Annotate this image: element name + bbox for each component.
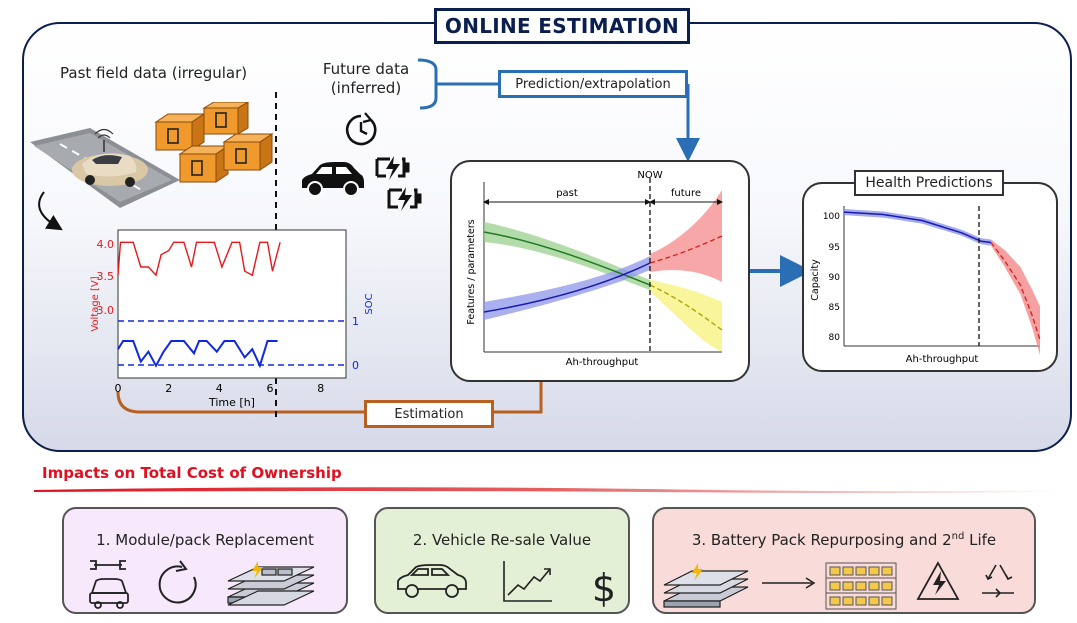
capacity-tick-95: 95 xyxy=(829,243,840,253)
impact-card-2-icons: $ xyxy=(397,561,616,610)
red-prediction-line xyxy=(649,235,723,264)
future-data-bracket xyxy=(417,58,438,110)
time-axis-label: Time [h] xyxy=(208,396,255,409)
health-x-axis-label: Ah-throughput xyxy=(906,354,979,365)
time-tick-0: 0 xyxy=(115,382,122,395)
green-feature-band xyxy=(484,222,650,290)
impact-card-3-title-superscript: nd xyxy=(951,531,965,542)
trend-chart-icon xyxy=(503,561,552,602)
impact-card-resale-value: 2. Vehicle Re-sale Value $ xyxy=(374,507,630,614)
high-voltage-warning-icon xyxy=(916,561,960,600)
features-axis-label: Features / parameters xyxy=(466,219,477,324)
soc-tick-0: 0 xyxy=(352,359,359,372)
impact-card-3-icons xyxy=(663,561,1014,610)
yellow-future-band xyxy=(650,280,722,352)
future-data-line2: (inferred) xyxy=(330,79,402,97)
replace-arrow-icon xyxy=(158,565,197,604)
battery-pack-icon xyxy=(227,561,315,606)
impact-card-module-replacement: 1. Module/pack Replacement xyxy=(62,507,348,614)
stationary-storage-illustration xyxy=(154,102,274,183)
impact-card-3-title-main: 3. Battery Pack Repurposing and 2 xyxy=(691,531,952,549)
battery-pack-icon xyxy=(663,563,749,608)
green-feature-line xyxy=(483,231,651,286)
storage-rack-icon xyxy=(825,562,897,610)
now-label: NOW xyxy=(637,170,662,181)
future-data-label: Future data (inferred) xyxy=(306,60,426,98)
voltage-axis-label: Voltage [V] xyxy=(90,276,101,331)
capacity-tick-90: 90 xyxy=(829,273,841,283)
features-x-axis-label: Ah-throughput xyxy=(566,357,639,368)
recycle-icon xyxy=(982,564,1014,598)
voltage-tick-3: 3.0 xyxy=(97,304,115,317)
time-tick-8: 8 xyxy=(317,382,324,395)
car-icon xyxy=(302,162,364,197)
soc-tick-1: 1 xyxy=(352,315,359,328)
impacts-underline xyxy=(34,487,1060,493)
impact-card-2-title: 2. Vehicle Re-sale Value xyxy=(412,531,592,549)
vehicle-outline-icon xyxy=(397,564,467,598)
time-tick-2: 2 xyxy=(165,382,172,395)
impact-card-repurposing: 3. Battery Pack Repurposing and 2nd Life xyxy=(652,507,1036,614)
blue-feature-band xyxy=(484,256,650,320)
health-capacity-chart: 100 95 90 85 80 Capacity Ah-throughput xyxy=(810,206,1041,365)
impact-card-3-title-tail: Life xyxy=(964,531,997,549)
capacity-prediction-line xyxy=(990,242,1041,341)
impact-card-1-title: 1. Module/pack Replacement xyxy=(96,531,314,549)
soc-series xyxy=(117,340,278,369)
soc-axis-label: SOC xyxy=(364,293,374,314)
health-predictions-title: Health Predictions xyxy=(854,170,1004,196)
capacity-tick-80: 80 xyxy=(829,333,841,343)
impact-card-1-icons xyxy=(89,560,315,609)
impacts-heading: Impacts on Total Cost of Ownership xyxy=(42,464,342,482)
future-label: future xyxy=(671,188,701,199)
voltage-series xyxy=(117,241,281,277)
capacity-estimate-line xyxy=(843,211,992,244)
voltage-tick-4: 4.0 xyxy=(97,238,115,251)
future-data-line1: Future data xyxy=(322,60,410,78)
blue-feature-line xyxy=(483,262,651,313)
capacity-tick-100: 100 xyxy=(823,212,840,222)
features-parameters-chart: NOW past future Features / parameters Ah… xyxy=(466,170,723,368)
clock-icon xyxy=(345,112,377,146)
voltage-soc-chart: 4.0 3.5 3.0 1 0 Voltage [V] SOC 0 2 4 6 … xyxy=(90,229,374,409)
impact-card-3-title: 3. Battery Pack Repurposing and 2nd Life xyxy=(654,531,1034,549)
estimation-box: Estimation xyxy=(364,400,494,428)
capacity-tick-85: 85 xyxy=(829,303,840,313)
prediction-extrapolation-box: Prediction/extrapolation xyxy=(498,70,688,98)
red-future-band xyxy=(650,190,722,282)
charging-battery-icon xyxy=(375,156,422,211)
capacity-prediction-band xyxy=(991,239,1040,356)
dollar-icon: $ xyxy=(592,566,616,610)
main-title: ONLINE ESTIMATION xyxy=(434,8,690,44)
past-label: past xyxy=(556,188,578,199)
yellow-prediction-line xyxy=(649,284,723,331)
wrench-car-icon xyxy=(89,560,129,609)
voltage-tick-3-5: 3.5 xyxy=(97,270,115,283)
time-tick-6: 6 xyxy=(267,382,274,395)
capacity-axis-label: Capacity xyxy=(810,259,821,301)
time-tick-4: 4 xyxy=(216,382,223,395)
past-field-data-label: Past field data (irregular) xyxy=(60,64,248,82)
capacity-confidence-band xyxy=(844,209,991,246)
connected-car-illustration xyxy=(30,128,180,208)
